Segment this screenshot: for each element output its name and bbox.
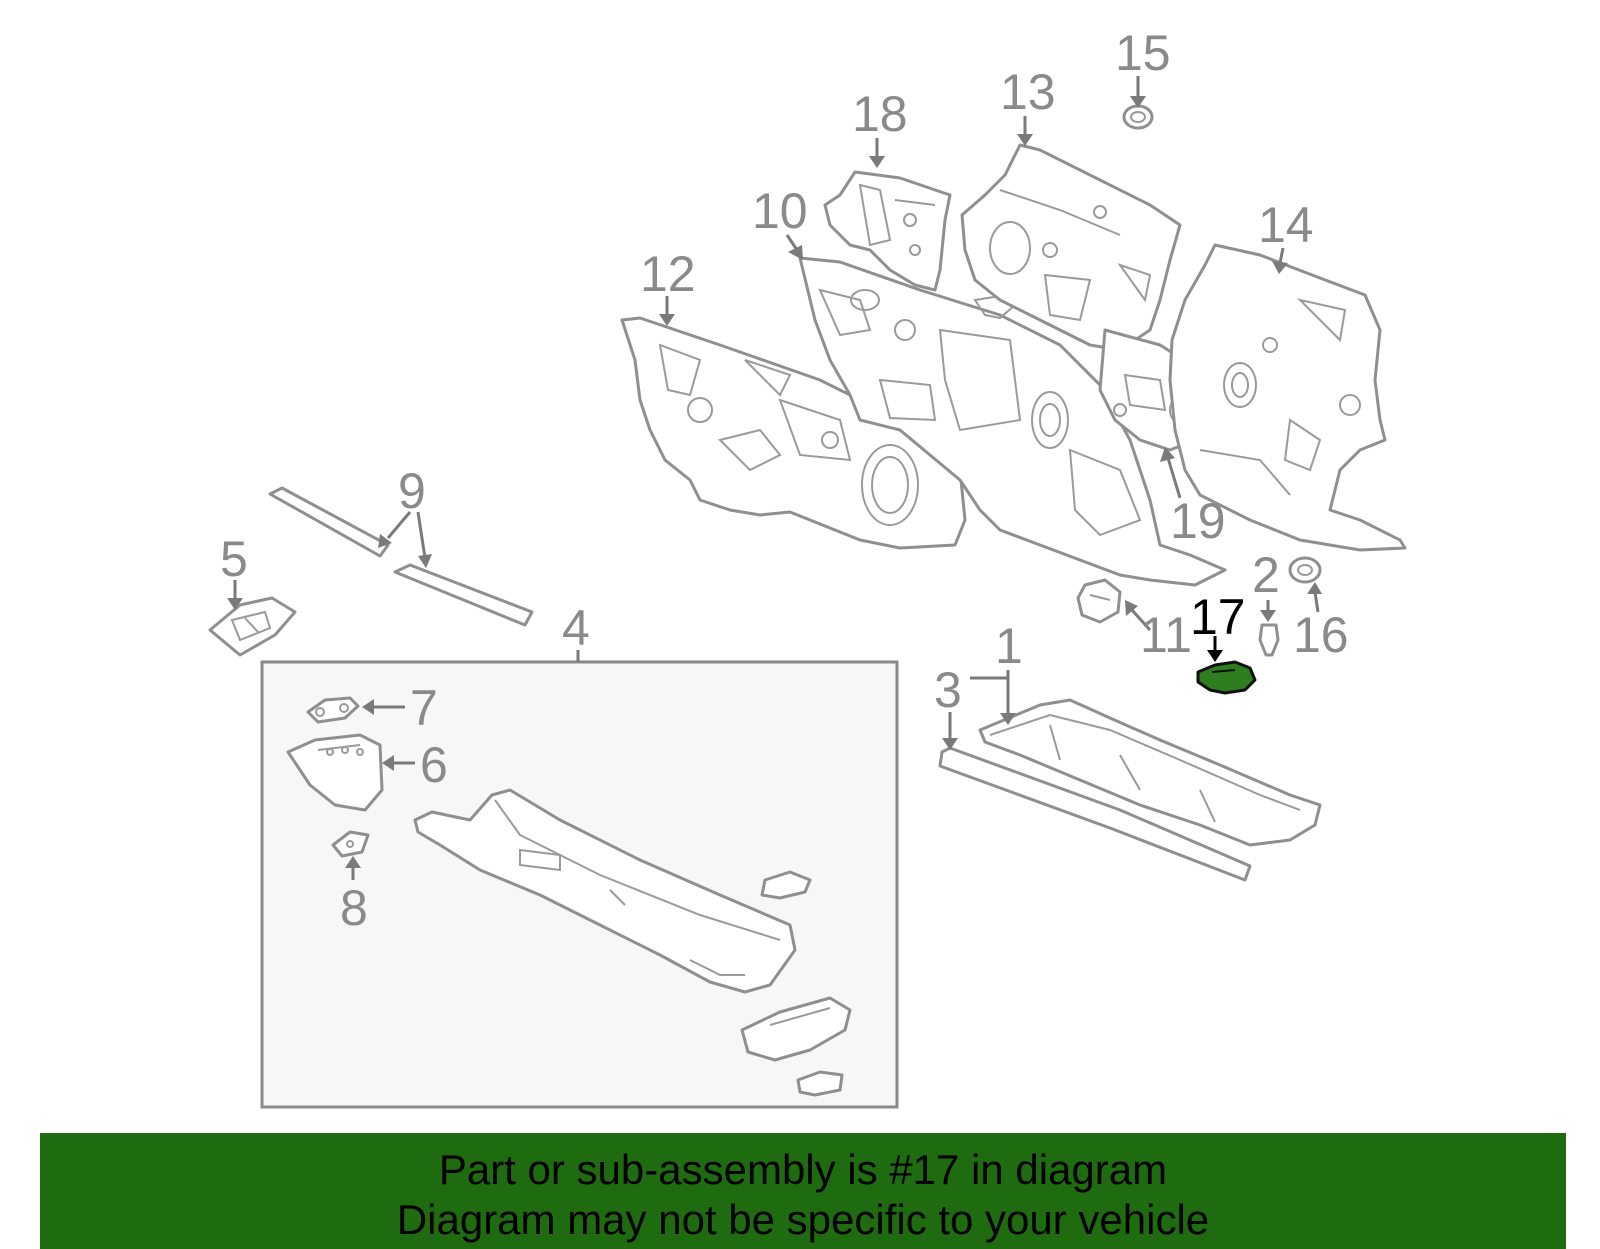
part-5-bracket[interactable] (208, 596, 297, 657)
part-8-plate[interactable] (331, 830, 370, 858)
callout-14: 14 (1258, 197, 1314, 253)
part-4-cowl-top-panel[interactable] (413, 788, 852, 1097)
callout-7: 7 (410, 680, 438, 736)
callout-13: 13 (1000, 64, 1056, 120)
part-7-bracket[interactable] (306, 696, 360, 724)
part-18-bracket[interactable] (823, 170, 952, 292)
part-16-grommet[interactable] (1288, 556, 1322, 584)
callout-9: 9 (398, 463, 426, 519)
part-11-bracket[interactable] (1076, 578, 1122, 624)
part-9-weatherstrip[interactable] (268, 486, 534, 627)
callout-11: 11 (1140, 607, 1192, 663)
callout-18: 18 (852, 86, 908, 142)
banner-line-disclaimer: Diagram may not be specific to your vehi… (396, 1196, 1210, 1243)
callout-16: 16 (1293, 607, 1349, 663)
part-2-clip[interactable] (1258, 623, 1280, 657)
callout-3: 3 (934, 662, 962, 718)
banner-line-part-number: Part or sub-assembly is #17 in diagram (438, 1146, 1168, 1193)
callout-4: 4 (562, 600, 590, 656)
part-3-cowl-side[interactable] (938, 746, 1252, 882)
part-15-grommet[interactable] (1122, 104, 1154, 130)
callout-19: 19 (1170, 493, 1226, 549)
info-banner: Part or sub-assembly is #17 in diagram D… (40, 1133, 1566, 1249)
part-10-insulator[interactable] (798, 256, 1227, 587)
callout-labels: 15 13 18 10 12 14 19 2 16 11 17 1 3 4 9 … (220, 25, 1349, 936)
callout-8: 8 (340, 880, 368, 936)
part-12-dash-panel[interactable] (620, 316, 967, 550)
part-13-insulator-upper[interactable] (960, 143, 1182, 352)
callout-15: 15 (1115, 25, 1171, 81)
part-14-insulator-right[interactable] (1168, 243, 1407, 552)
callout-2: 2 (1252, 547, 1280, 603)
part-6-bracket[interactable] (286, 733, 384, 812)
part-1-cowl-panel[interactable] (978, 698, 1322, 847)
callout-17: 17 (1190, 589, 1246, 645)
part-17-highlighted[interactable] (1196, 660, 1257, 695)
callout-10: 10 (752, 183, 808, 239)
callout-5: 5 (220, 531, 248, 587)
callout-1: 1 (995, 618, 1023, 674)
callout-12: 12 (640, 246, 696, 302)
leader-lines (227, 76, 1322, 880)
callout-6: 6 (420, 737, 448, 793)
